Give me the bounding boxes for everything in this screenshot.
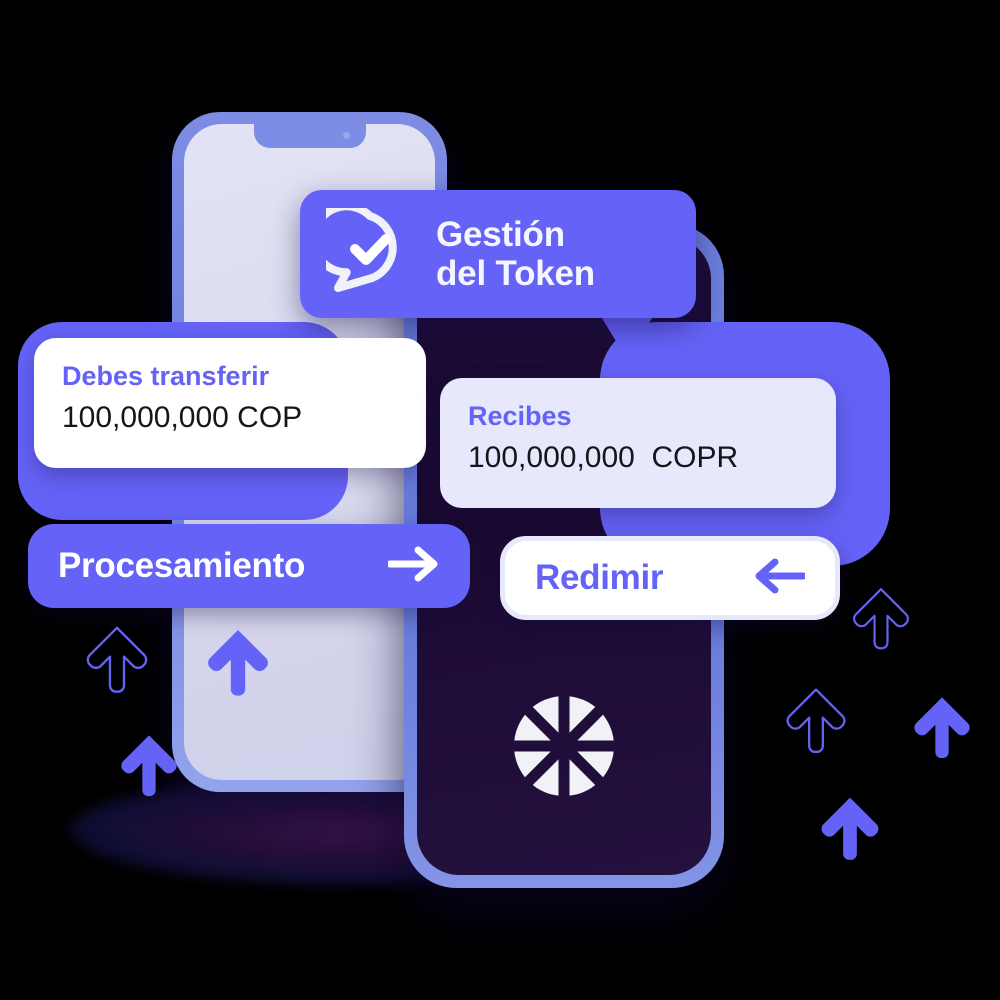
decorative-arrow-up-icon bbox=[112, 728, 186, 802]
card-debes-label: Debes transferir bbox=[62, 361, 270, 391]
card-recibes-value: 100,000,000 COPR bbox=[468, 441, 739, 475]
card-recibes: Recibes 100,000,000 COPR bbox=[440, 378, 836, 508]
procesamiento-button[interactable]: Procesamiento bbox=[28, 524, 470, 608]
decorative-arrow-up-icon bbox=[198, 622, 278, 702]
card-debes-value: 100,000,000 COP bbox=[62, 401, 303, 435]
front-camera-icon bbox=[342, 132, 350, 139]
check-speech-bubble-icon bbox=[309, 201, 414, 301]
token-management-badge[interactable]: Gestión del Token bbox=[300, 190, 696, 318]
card-debes-transferir: Debes transferir 100,000,000 COP bbox=[34, 338, 426, 468]
decorative-arrow-up-icon bbox=[778, 682, 854, 758]
back-phone-notch bbox=[253, 124, 366, 148]
card-recibes-label: Recibes bbox=[468, 401, 572, 431]
procesamiento-label: Procesamiento bbox=[58, 546, 306, 585]
token-management-title: Gestión del Token bbox=[436, 214, 595, 293]
speech-bubble-tail bbox=[600, 315, 654, 355]
decorative-arrow-up-icon bbox=[845, 582, 917, 654]
decorative-arrow-up-icon bbox=[78, 620, 156, 698]
decorative-arrow-up-icon bbox=[905, 690, 979, 764]
asterisk-sunburst-logo-icon bbox=[510, 692, 618, 800]
redimir-button[interactable]: Redimir bbox=[500, 536, 840, 620]
arrow-left-icon bbox=[753, 556, 807, 601]
arrow-right-icon bbox=[386, 544, 440, 589]
decorative-arrow-up-icon bbox=[812, 790, 888, 866]
redimir-label: Redimir bbox=[535, 558, 664, 597]
